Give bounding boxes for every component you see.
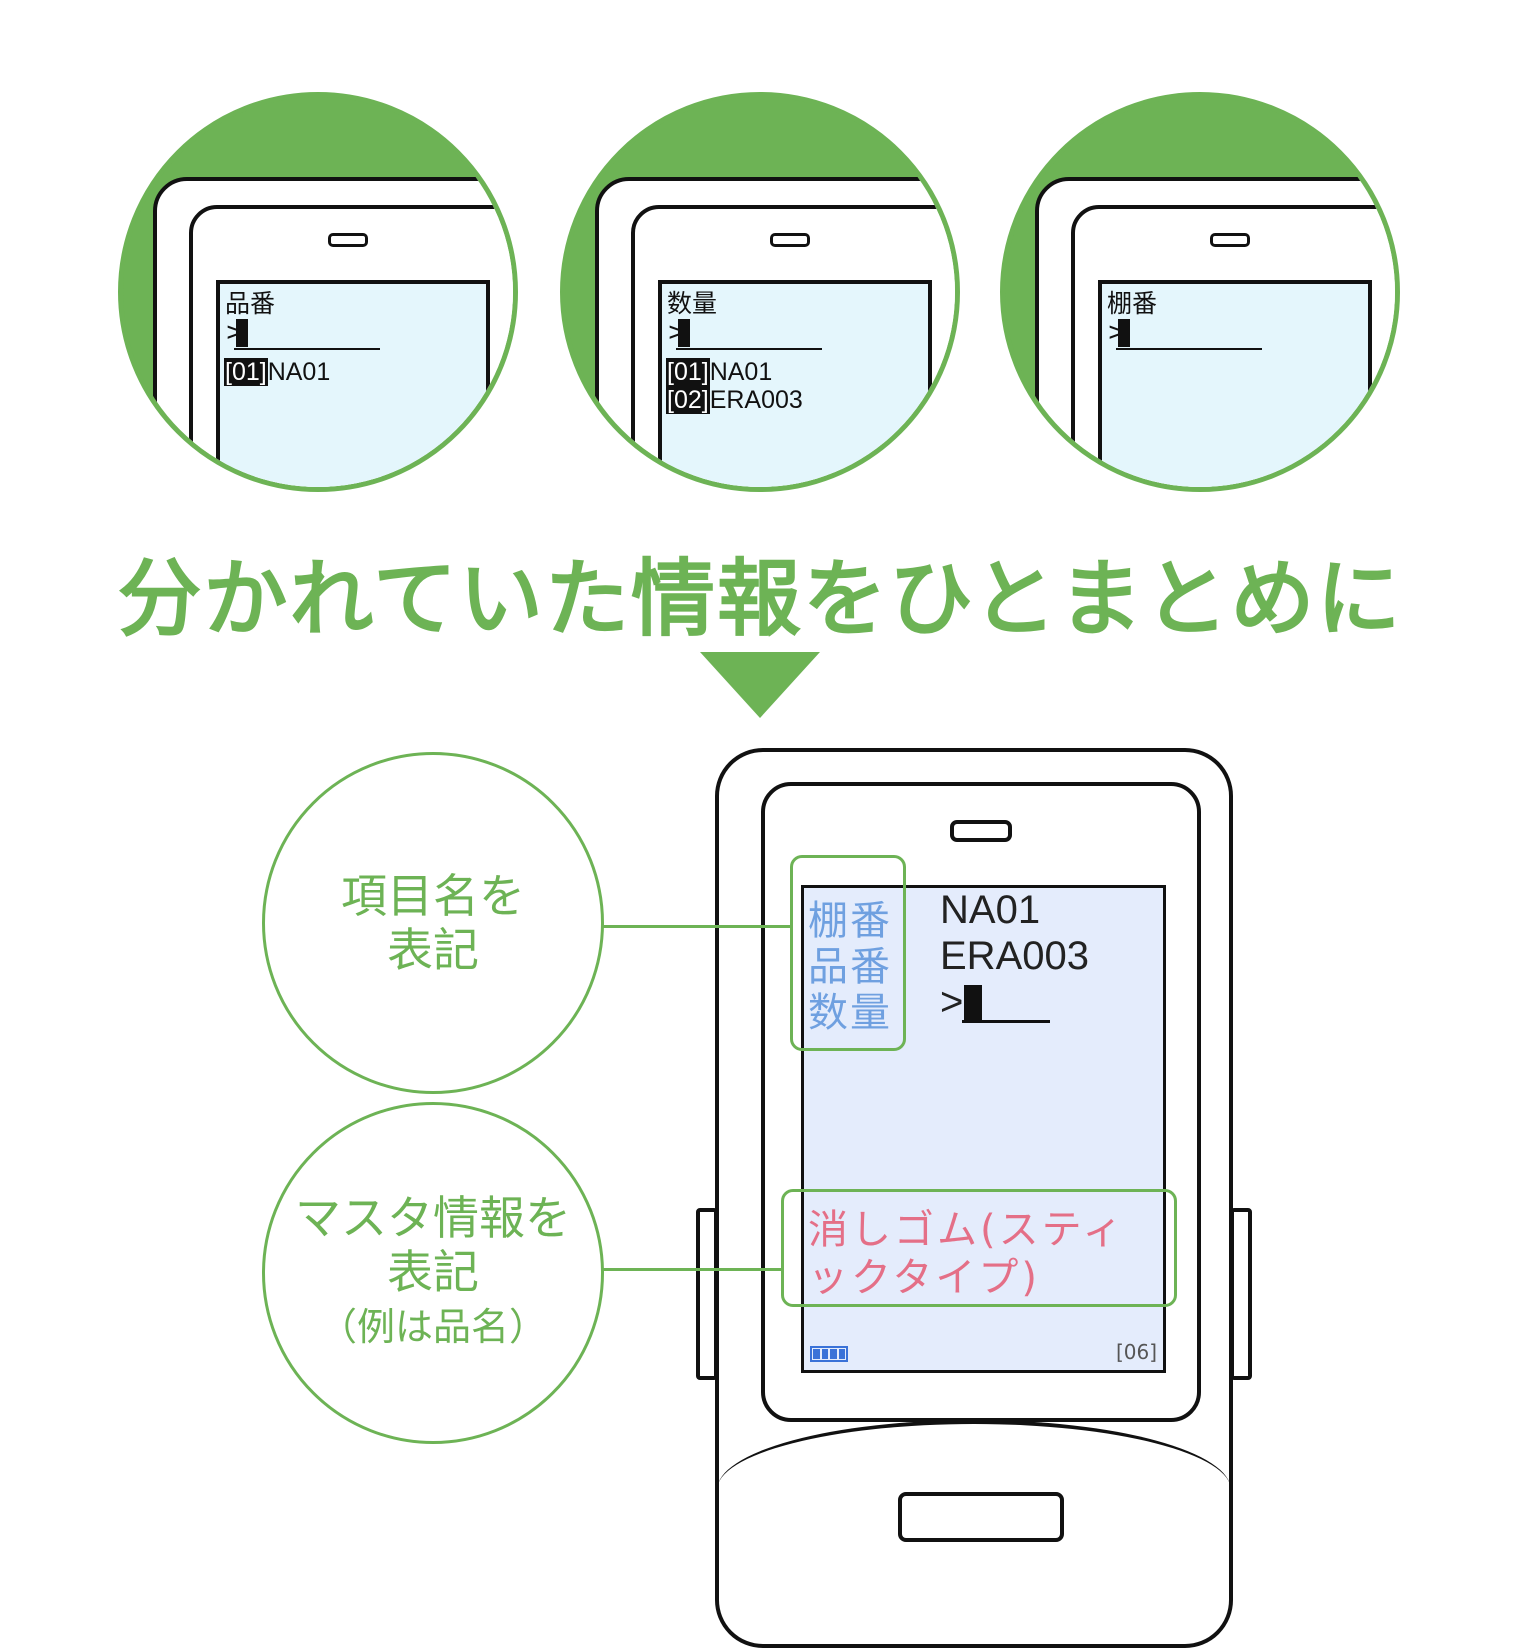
list-item: [01]NA01 [224, 358, 330, 387]
item-value: ERA003 [709, 386, 803, 414]
connector-line [600, 925, 790, 928]
master-info: 消しゴム(スティ ックタイプ) [808, 1206, 1125, 1302]
callout-line-2: 表記 [387, 923, 479, 977]
down-arrow-icon [700, 652, 820, 718]
index-tag: [01] [224, 358, 268, 386]
index-tag: [01] [666, 358, 710, 386]
input-prompt: > [940, 980, 964, 1024]
callout-line-1: 項目名を [341, 869, 525, 923]
zoom-step-3: 棚番 > [1000, 92, 1400, 492]
field-label: 数量 [667, 289, 718, 318]
device-screen: 棚番 > [1098, 280, 1372, 487]
input-underline [1116, 348, 1262, 350]
speaker-icon [1210, 233, 1250, 247]
connector-line [600, 1268, 781, 1271]
callout-field-labels: 項目名を 表記 [262, 752, 604, 1094]
master-info-highlight [781, 1189, 1177, 1307]
field-label: 数量 [808, 990, 892, 1036]
trigger-button [898, 1492, 1064, 1542]
callout-master-info: マスタ情報を 表記 （例は品名） [262, 1102, 604, 1444]
battery-icon [810, 1346, 848, 1362]
field-label: 品番 [225, 289, 276, 318]
master-line-1: 消しゴム(スティ [808, 1207, 1126, 1253]
list-item: [02]ERA003 [666, 386, 803, 415]
callout-note: （例は品名） [318, 1305, 547, 1349]
cursor-icon [678, 319, 690, 347]
item-value: NA01 [267, 358, 331, 386]
side-button-right [1230, 1208, 1252, 1380]
field-label: 棚番 [808, 898, 892, 944]
cursor-icon [236, 319, 248, 347]
callout-line-1: マスタ情報を [295, 1191, 571, 1245]
input-underline [676, 348, 822, 350]
field-labels-highlight [790, 855, 906, 1051]
zoom-step-2: 数量 > [01]NA01 [02]ERA003 [560, 92, 960, 492]
cursor-icon [964, 985, 982, 1023]
input-underline [962, 1020, 1050, 1023]
field-value: NA01 [940, 888, 1041, 932]
headline: 分かれていた情報をひとまとめに [117, 550, 1403, 648]
device-keypad-edge [717, 1420, 1231, 1560]
device-screen: 数量 > [01]NA01 [02]ERA003 [658, 280, 932, 487]
input-underline [234, 348, 380, 350]
cursor-icon [1118, 319, 1130, 347]
device-screen: 棚番 品番 数量 NA01 ERA003 > 消しゴム(スティ ックタイプ) [… [801, 885, 1166, 1373]
zoom-step-1: 品番 > [01]NA01 [118, 92, 518, 492]
list-item: [01]NA01 [666, 358, 772, 387]
item-value: NA01 [709, 358, 773, 386]
speaker-icon [770, 233, 810, 247]
field-label: 品番 [808, 944, 892, 990]
master-line-2: ックタイプ) [808, 1255, 1041, 1301]
speaker-icon [328, 233, 368, 247]
speaker-icon [950, 820, 1012, 842]
index-tag: [02] [666, 386, 710, 414]
page-counter: [06] [1115, 1340, 1157, 1364]
field-value: ERA003 [940, 934, 1089, 978]
field-label: 棚番 [1107, 289, 1158, 318]
callout-line-2: 表記 [387, 1245, 479, 1299]
device-screen: 品番 > [01]NA01 [216, 280, 490, 487]
